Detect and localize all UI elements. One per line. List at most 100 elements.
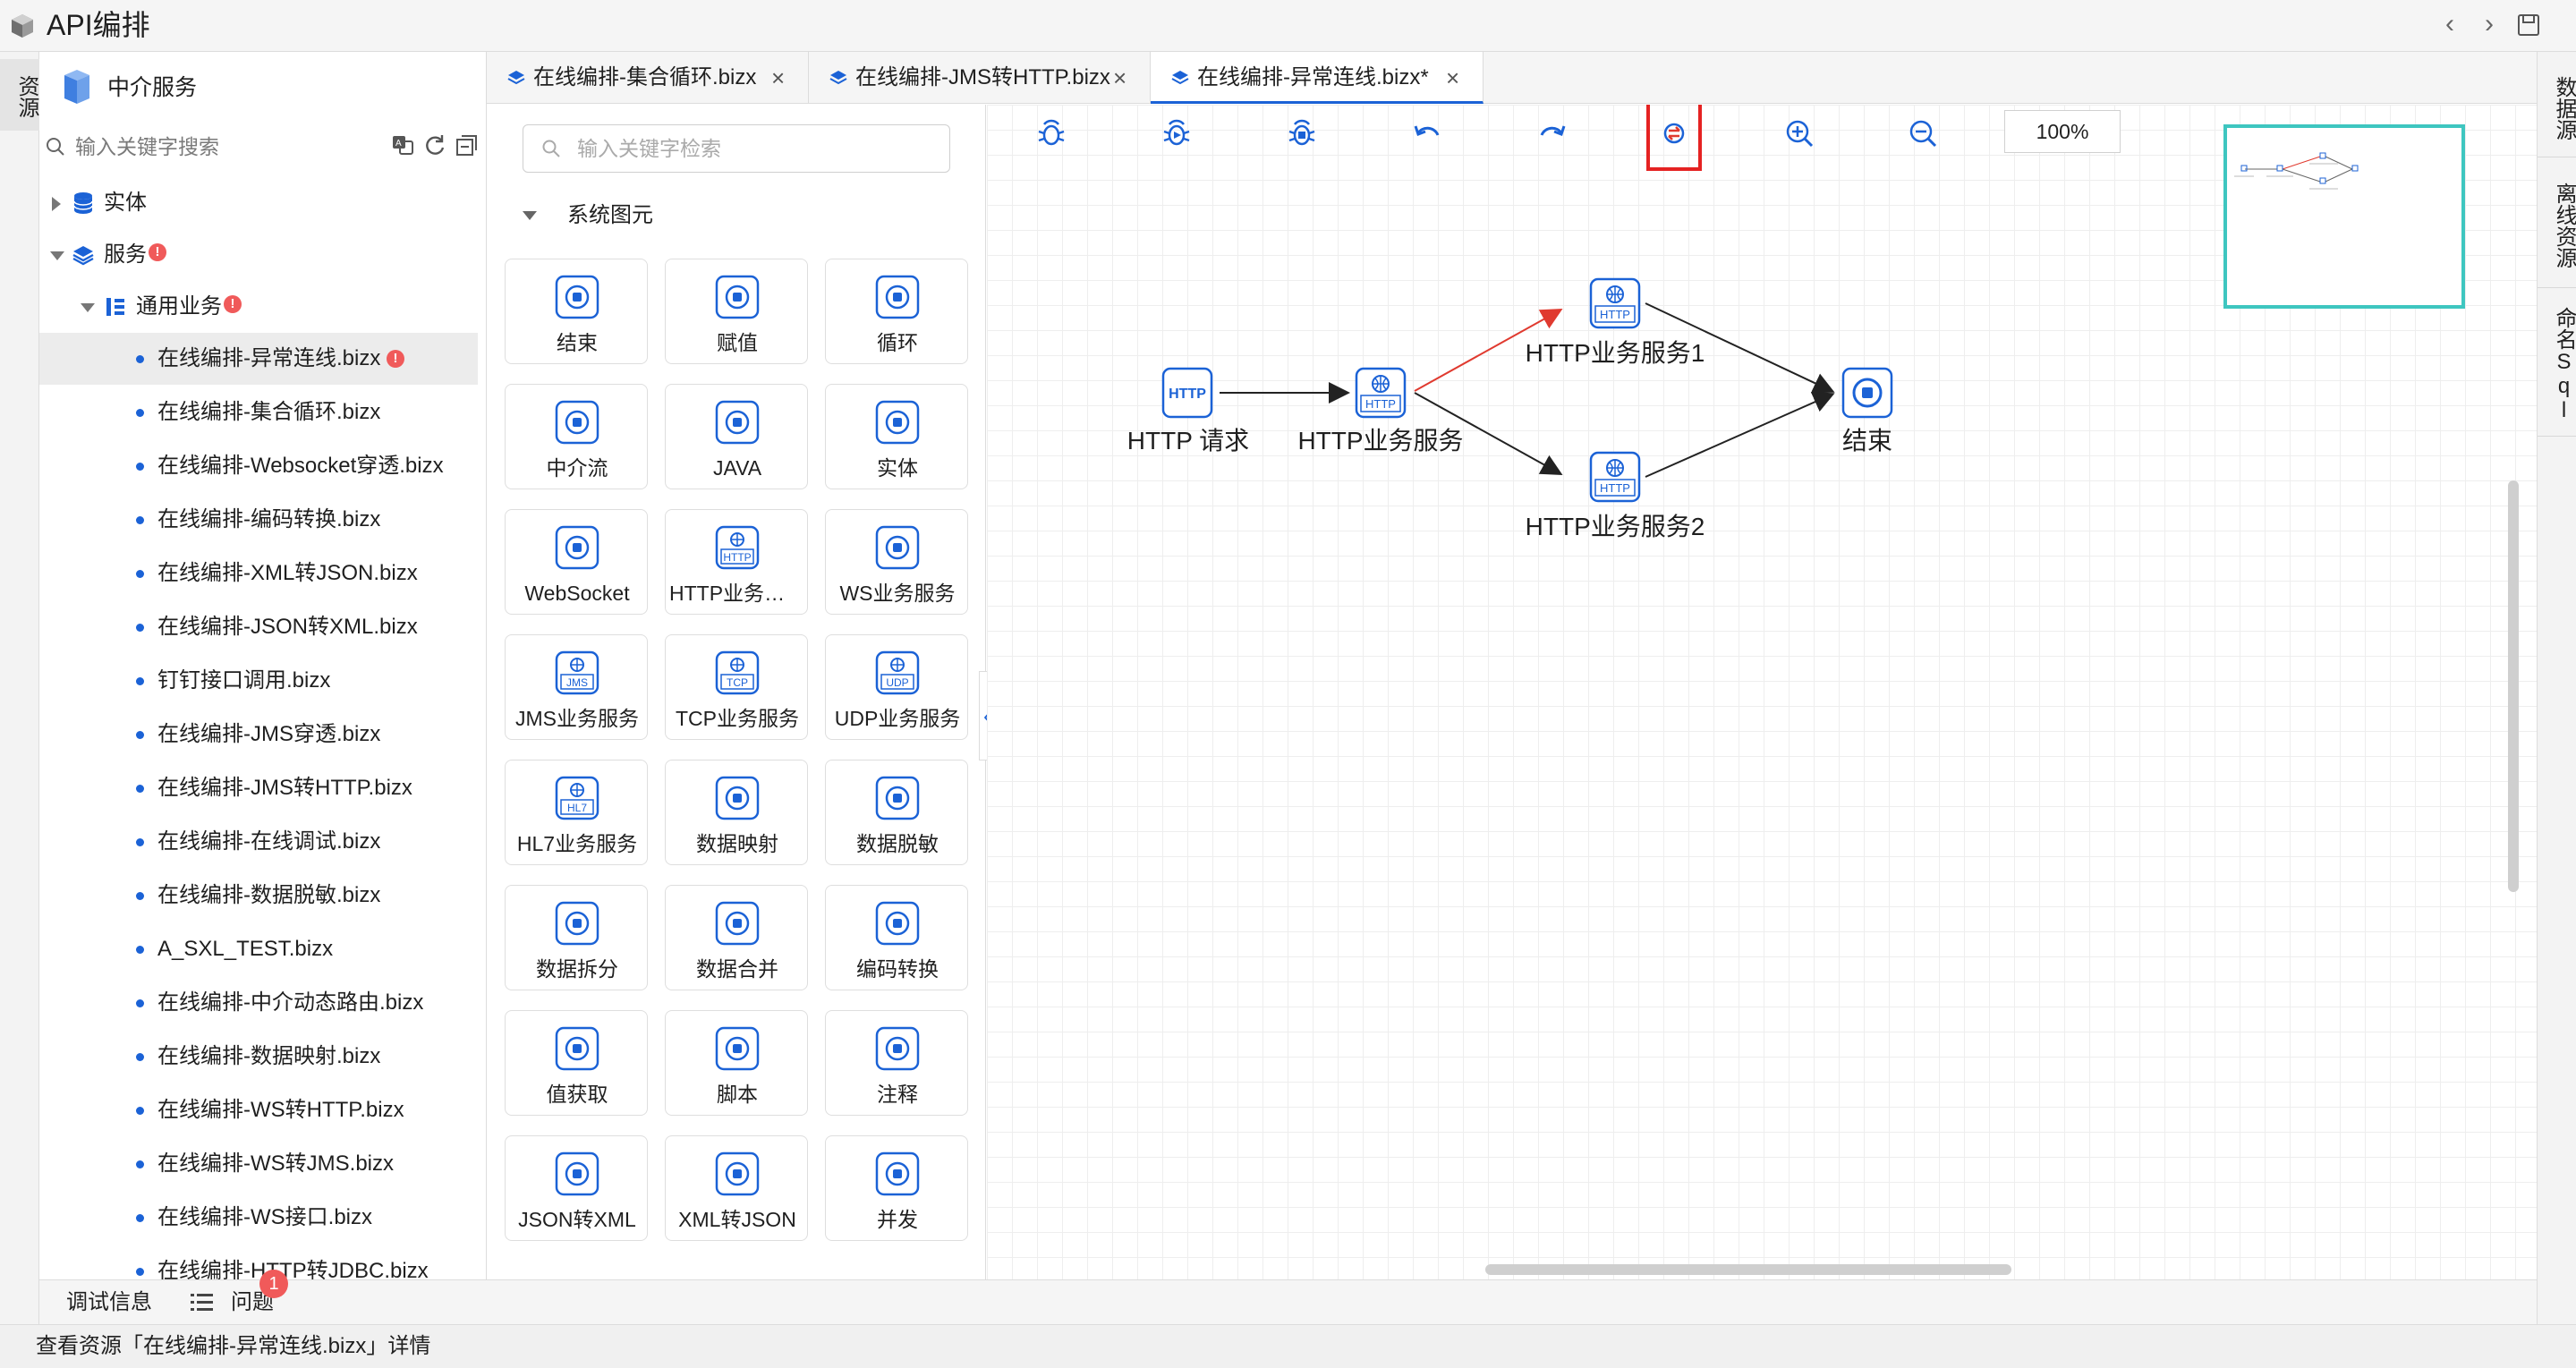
tree-item-file[interactable]: 在线编排-XML转JSON.bizx	[39, 548, 478, 599]
tab-exception-edge[interactable]: 在线编排-异常连线.bizx* ×	[1151, 52, 1484, 104]
node-end[interactable]	[1841, 366, 1894, 420]
side-tab-resources[interactable]: 资源	[0, 59, 39, 131]
node-http-request[interactable]: HTTP	[1160, 366, 1214, 420]
palette-item[interactable]: 编码转换	[825, 885, 968, 990]
resource-search-input[interactable]	[75, 131, 415, 163]
palette-item[interactable]: 循环	[825, 259, 968, 364]
collapse-arrow-icon[interactable]	[50, 251, 64, 260]
tree-item-file[interactable]: 在线编排-集合循环.bizx	[39, 387, 478, 438]
node-http-service1[interactable]: HTTP	[1588, 276, 1642, 330]
palette-item[interactable]: XML转JSON	[665, 1135, 808, 1241]
palette-item[interactable]: 数据合并	[665, 885, 808, 990]
side-tab-offline-resources[interactable]: 离线资源	[2538, 163, 2576, 288]
zoom-in-icon[interactable]	[1780, 114, 1819, 153]
tree-node-entity[interactable]: 实体	[39, 177, 478, 229]
resource-panel-header: 中介服务	[39, 52, 486, 123]
canvas-minimap[interactable]	[2223, 124, 2465, 309]
title-bar: API编排 ‹ ›	[0, 0, 2576, 52]
palette-item[interactable]: 赋值	[665, 259, 808, 364]
palette-item[interactable]: JAVA	[665, 384, 808, 489]
tree-item-file[interactable]: 在线编排-JMS转HTTP.bizx	[39, 762, 478, 814]
collapse-arrow-icon[interactable]	[81, 303, 95, 312]
tree-item-file[interactable]: 在线编排-异常连线.bizx!	[39, 333, 478, 385]
undo-icon[interactable]	[1407, 114, 1447, 153]
palette-section-system[interactable]: 系统图元	[523, 198, 880, 234]
expand-arrow-icon[interactable]	[52, 197, 61, 211]
palette-item[interactable]: 值获取	[505, 1010, 648, 1116]
palette-item[interactable]: 中介流	[505, 384, 648, 489]
tree-item-file[interactable]: 在线编排-编码转换.bizx	[39, 494, 478, 546]
close-tab-icon[interactable]: ×	[1113, 64, 1127, 91]
nav-forward-icon[interactable]: ›	[2485, 9, 2494, 38]
edge-service1-to-end[interactable]	[1645, 302, 1835, 394]
palette-item[interactable]: 实体	[825, 384, 968, 489]
palette-item[interactable]: 注释	[825, 1010, 968, 1116]
palette-item-label: 数据脱敏	[856, 832, 939, 855]
palette-item[interactable]: 数据拆分	[505, 885, 648, 990]
palette-item[interactable]: 数据脱敏	[825, 760, 968, 865]
palette-item[interactable]: 脚本	[665, 1010, 808, 1116]
palette-item[interactable]: JSON转XML	[505, 1135, 648, 1241]
palette-item[interactable]: 数据映射	[665, 760, 808, 865]
design-canvas[interactable]: 100% HTTP HTTP 请求 HTTP	[987, 105, 2537, 1279]
zoom-out-icon[interactable]	[1903, 114, 1943, 153]
error-badge-icon: !	[149, 243, 166, 261]
tree-item-file[interactable]: 在线编排-HTTP转JDBC.bizx	[39, 1245, 478, 1279]
stop-debug-icon[interactable]	[1282, 114, 1322, 153]
tab-label: 在线编排-集合循环.bizx	[533, 65, 757, 89]
node-http-service2[interactable]: HTTP	[1588, 450, 1642, 504]
node-http-service[interactable]: HTTP	[1354, 366, 1407, 420]
canvas-vertical-scrollbar[interactable]	[2508, 480, 2519, 892]
edge-service-to-service1-exception[interactable]	[1414, 309, 1563, 392]
tree-item-file[interactable]: 在线编排-在线调试.bizx	[39, 816, 478, 868]
palette-item[interactable]: WS业务服务	[825, 509, 968, 615]
tree-node-service[interactable]: 服务!	[39, 229, 478, 281]
xml-to-json-icon	[715, 1151, 760, 1196]
palette-item[interactable]: 结束	[505, 259, 648, 364]
tree-item-file[interactable]: 在线编排-数据脱敏.bizx	[39, 870, 478, 922]
collapse-arrow-icon[interactable]	[523, 211, 537, 220]
debug-info-tab[interactable]: 调试信息	[66, 1290, 152, 1314]
side-tab-named-sql[interactable]: 命名Sql	[2538, 293, 2576, 437]
filter-icon[interactable]: A	[390, 132, 415, 157]
collapse-all-icon[interactable]	[455, 132, 480, 157]
canvas-horizontal-scrollbar[interactable]	[1485, 1264, 2011, 1275]
tree-item-file[interactable]: 在线编排-WS接口.bizx	[39, 1192, 478, 1244]
refresh-icon[interactable]	[422, 132, 447, 157]
tree-item-file[interactable]: 在线编排-Websocket穿透.bizx	[39, 440, 478, 492]
tree-item-file[interactable]: A_SXL_TEST.bizx	[39, 923, 478, 975]
save-icon[interactable]	[2516, 13, 2541, 38]
tree-item-file[interactable]: 在线编排-WS转JMS.bizx	[39, 1138, 478, 1190]
tree-item-file[interactable]: 在线编排-WS转HTTP.bizx	[39, 1084, 478, 1136]
tree-item-file[interactable]: 钉钉接口调用.bizx	[39, 655, 478, 707]
palette-search-input[interactable]	[577, 132, 935, 165]
close-tab-icon[interactable]: ×	[771, 64, 786, 91]
palette-item[interactable]: 并发	[825, 1135, 968, 1241]
edge-service-to-service2[interactable]	[1414, 392, 1563, 475]
tree-item-file[interactable]: 在线编排-JSON转XML.bizx	[39, 601, 478, 653]
palette-item[interactable]: WebSocket	[505, 509, 648, 615]
tab-collection-loop[interactable]: 在线编排-集合循环.bizx ×	[487, 52, 809, 104]
zoom-level-input[interactable]: 100%	[2004, 110, 2121, 153]
palette-item-label: JSON转XML	[518, 1208, 636, 1231]
redo-icon[interactable]	[1533, 114, 1572, 153]
debug-icon[interactable]	[1032, 114, 1071, 153]
http-service-icon: HTTP	[1355, 367, 1407, 419]
close-tab-icon[interactable]: ×	[1446, 64, 1460, 91]
tree-item-file[interactable]: 在线编排-JMS穿透.bizx	[39, 709, 478, 760]
side-tab-datasource[interactable]: 数据源	[2538, 59, 2576, 157]
tree-node-common-business[interactable]: 通用业务!	[39, 281, 478, 333]
tab-jms-to-http[interactable]: 在线编排-JMS转HTTP.bizx ×	[809, 52, 1151, 104]
file-bullet-icon	[136, 1268, 144, 1276]
nav-back-icon[interactable]: ‹	[2445, 9, 2454, 38]
layout-swap-icon[interactable]	[1654, 114, 1694, 153]
run-debug-icon[interactable]	[1157, 114, 1196, 153]
edge-service2-to-end[interactable]	[1645, 392, 1835, 478]
tree-item-file[interactable]: 在线编排-中介动态路由.bizx	[39, 977, 478, 1029]
tree-item-file[interactable]: 在线编排-数据映射.bizx	[39, 1031, 478, 1083]
